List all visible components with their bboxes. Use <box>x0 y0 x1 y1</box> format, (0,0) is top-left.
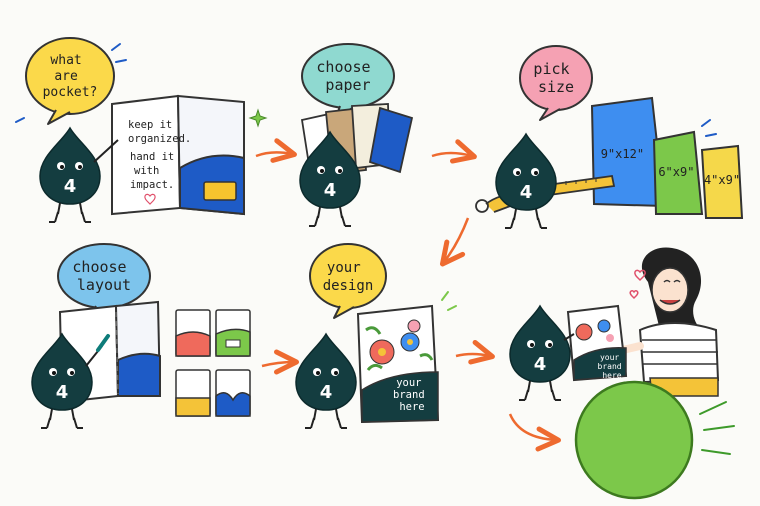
step-5-your-design: your design your brand here 4 <box>295 243 457 429</box>
sparkle-icon <box>248 108 268 128</box>
layout-option-1[interactable] <box>175 309 211 357</box>
step-5-brand-line-1: your <box>396 377 421 389</box>
step-3-bubble-line-2: size <box>538 78 574 96</box>
svg-text:what are pocket?: what are pocket? <box>43 53 98 100</box>
heart-icon <box>634 269 646 282</box>
svg-text:choose paper: choose paper <box>316 58 379 94</box>
step-2-bubble-line-2: paper <box>325 76 370 94</box>
mascot-number: 4 <box>520 182 533 203</box>
mascot-number: 4 <box>64 176 77 197</box>
svg-text:pick size: pick size <box>533 60 578 96</box>
open-pocket-folder <box>111 94 245 216</box>
size-label-6x9: 6"x9" <box>658 165 694 179</box>
step-5-bubble-line-1: your <box>327 260 361 276</box>
order-cta[interactable] <box>0 0 735 500</box>
svg-text:9"x12" 6"x9" 4"x9": 9"x12" 6"x9" 4"x9" <box>601 147 740 187</box>
step-6-brand-line-3: here <box>602 371 621 380</box>
step-4-bubble-line-1: choose <box>72 258 126 276</box>
folder-note-line-2: organized. <box>128 133 191 145</box>
step-2-choose-paper: choose paper 4 <box>299 43 414 227</box>
step-6-brand-line-2: brand <box>598 362 622 371</box>
folder-note-line-4: with <box>134 165 159 177</box>
layout-options <box>175 309 251 417</box>
mascot-number: 4 <box>56 382 69 403</box>
size-label-4x9: 4"x9" <box>704 173 740 187</box>
step-1-bubble-line-3: pocket? <box>43 85 98 100</box>
mascot-step-6: 4 <box>509 305 575 401</box>
step-6-handoff: your brand here 4 <box>509 247 720 401</box>
layout-option-3[interactable] <box>175 369 211 417</box>
folder-note-line-3: hand it <box>130 151 174 163</box>
step-5-brand-line-3: here <box>399 401 424 413</box>
arrow-4-to-5 <box>261 349 299 375</box>
mascot-number: 4 <box>534 354 547 375</box>
step-5-brand-line-2: brand <box>393 389 425 401</box>
arrow-1-to-2 <box>255 138 297 163</box>
mascot-step-5: 4 <box>295 333 357 429</box>
folder-being-handed <box>566 304 628 382</box>
step-1-what-are-pocket-folders: what are pocket? keep it organized. hand… <box>15 37 268 223</box>
mascot-step-2: 4 <box>299 131 361 227</box>
arrow-to-order <box>508 413 561 452</box>
svg-text:keep it organized.: keep it organized. hand it with impact. <box>128 119 198 191</box>
step-5-speech-bubble <box>309 243 387 309</box>
open-folder-layout <box>58 300 162 404</box>
pen-icon <box>96 334 110 352</box>
svg-text:your brand here: your brand here <box>598 353 627 380</box>
layout-option-2[interactable] <box>215 309 251 357</box>
step-3-bubble-line-1: pick <box>533 60 569 78</box>
arrow-3-to-4 <box>439 217 470 267</box>
arrow-5-to-6 <box>455 339 495 365</box>
mascot-number: 4 <box>320 382 333 403</box>
step-4-choose-layout: choose layout <box>31 243 251 429</box>
step-1-speech-bubble <box>25 37 115 115</box>
designed-folder <box>356 304 440 424</box>
mascot-step-4: 4 <box>31 333 110 429</box>
woman-receiving-folder <box>610 247 720 397</box>
heart-icon <box>629 290 639 300</box>
size-label-9x12: 9"x12" <box>601 147 644 161</box>
step-6-brand-line-1: your <box>600 353 619 362</box>
step-2-bubble-line-1: choose <box>316 58 370 76</box>
step-1-bubble-line-2: are <box>54 69 78 84</box>
step-3-pick-size: pick size 9"x12" 6"x9" 4"x9" 4 <box>475 45 744 229</box>
mascot-step-1: 4 <box>39 127 119 223</box>
folder-note-line-1: keep it <box>128 119 172 131</box>
step-5-bubble-line-2: design <box>323 278 374 294</box>
svg-text:choose layout: choose layout <box>72 258 135 294</box>
mascot-number: 4 <box>324 180 337 201</box>
layout-option-4[interactable] <box>215 369 251 417</box>
mascot-step-3: 4 <box>495 133 557 229</box>
order-badge[interactable] <box>574 380 694 500</box>
svg-text:your brand here: your brand here <box>393 377 431 413</box>
step-1-bubble-line-1: what <box>50 53 81 68</box>
arrow-2-to-3 <box>431 139 477 164</box>
step-4-bubble-line-2: layout <box>77 276 131 294</box>
folder-note-line-5: impact. <box>130 179 174 191</box>
svg-text:your design: your design <box>323 260 374 294</box>
